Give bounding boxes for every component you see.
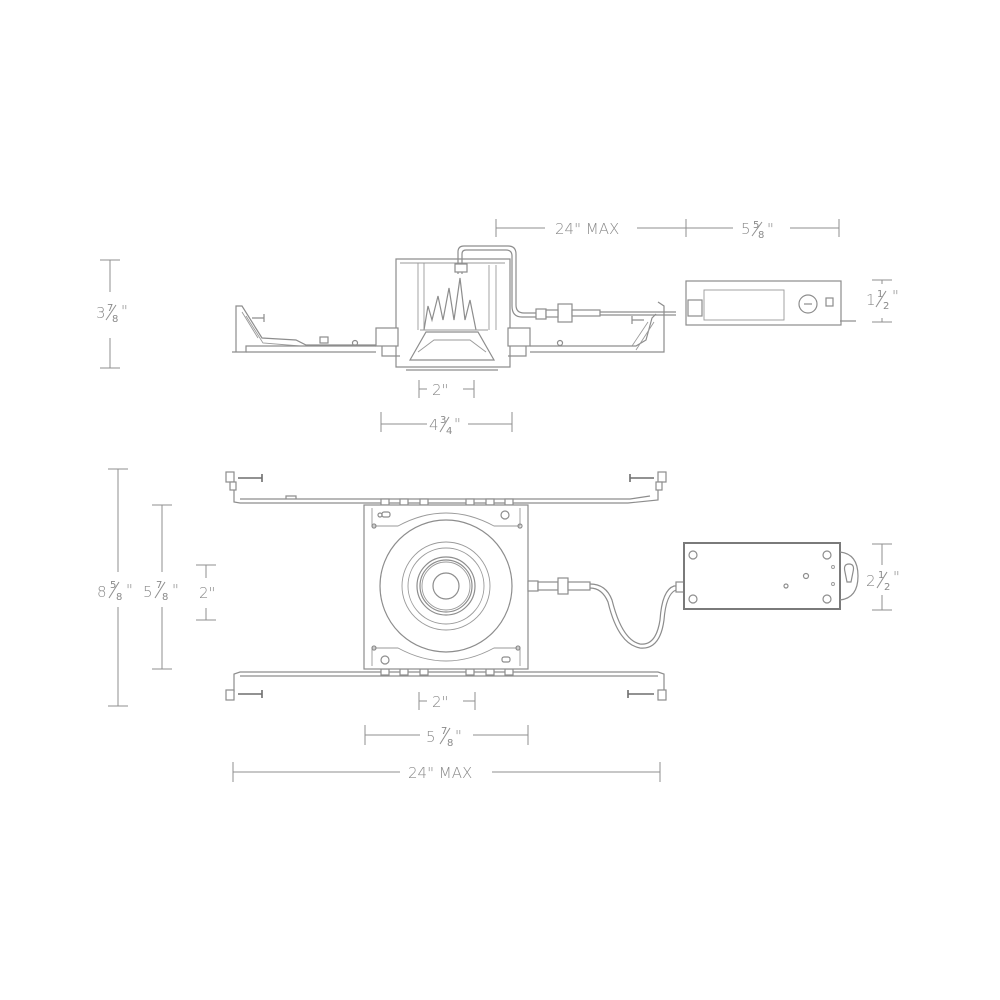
- dim-num: 1: [878, 570, 884, 581]
- dim-top-frame-depth: 5 7 8 ": [143, 504, 179, 670]
- dim-unit: ": [126, 581, 133, 599]
- dim-den: 8: [116, 592, 122, 603]
- driver-cable: [527, 577, 687, 649]
- dim-unit: ": [121, 302, 128, 320]
- dim-den: 2: [883, 301, 889, 312]
- dim-top-driver-width: 2 1 2 ": [866, 543, 900, 611]
- dim-whole: 1: [866, 291, 876, 309]
- dim-num: 3: [440, 415, 446, 426]
- dim-num: 7: [441, 726, 447, 737]
- dim-whole: 5: [741, 220, 751, 238]
- dim-unit: ": [172, 581, 179, 599]
- dim-label: 2": [432, 381, 448, 399]
- dim-top-bar-span: 24" MAX: [232, 762, 661, 782]
- dim-num: 1: [877, 289, 883, 300]
- dim-label: 24" MAX: [408, 764, 472, 782]
- top-bar-hanger-upper: [225, 471, 667, 506]
- dim-side-housing-width: 4 3 4 ": [380, 412, 513, 437]
- dim-whole: 4: [429, 416, 439, 434]
- dim-side-housing-height: 3 7 8 ": [96, 259, 128, 369]
- dim-unit: ": [893, 568, 900, 586]
- dim-den: 8: [447, 738, 453, 749]
- side-housing-drawing: [232, 245, 856, 371]
- dim-label: 2": [199, 584, 215, 602]
- dim-num: 7: [107, 303, 113, 314]
- dim-whole: 2: [866, 572, 876, 590]
- dim-top-frame-width: 5 7 8 ": [364, 725, 529, 749]
- dim-side-driver-length: 5 5 8 ": [686, 219, 840, 241]
- dim-den: 8: [112, 314, 118, 325]
- dim-side-driver-height: 1 1 2 ": [866, 279, 899, 323]
- dim-side-bar-span: 24" MAX: [495, 219, 687, 238]
- dim-den: 4: [446, 426, 452, 437]
- dim-label: 24" MAX: [555, 220, 619, 238]
- dim-side-aperture: 2": [418, 380, 475, 399]
- top-view: 8 5 8 " 5 7 8 " 2": [97, 468, 900, 782]
- dim-den: 8: [758, 230, 764, 241]
- dim-whole: 5: [426, 728, 436, 746]
- dim-den: 2: [884, 582, 890, 593]
- dim-top-overall-depth: 8 5 8 ": [97, 468, 133, 707]
- dim-den: 8: [162, 592, 168, 603]
- side-view: 24" MAX 5 5 8 " 3 7 8 ": [96, 219, 899, 437]
- dim-whole: 5: [143, 583, 153, 601]
- dim-unit: ": [454, 415, 461, 433]
- driver-box-top: [683, 542, 859, 610]
- dim-top-aperture-vertical: 2": [196, 564, 216, 621]
- dim-unit: ": [767, 220, 774, 238]
- dim-num: 5: [753, 220, 759, 231]
- dim-whole: 3: [96, 304, 106, 322]
- dim-unit: ": [892, 287, 899, 305]
- dim-whole: 8: [97, 583, 107, 601]
- dim-num: 7: [156, 580, 162, 591]
- dim-num: 5: [110, 580, 116, 591]
- dim-label: 2": [432, 693, 448, 711]
- dim-unit: ": [455, 727, 462, 745]
- frame-plate: [363, 504, 529, 670]
- dim-top-aperture-horizontal: 2": [418, 692, 476, 711]
